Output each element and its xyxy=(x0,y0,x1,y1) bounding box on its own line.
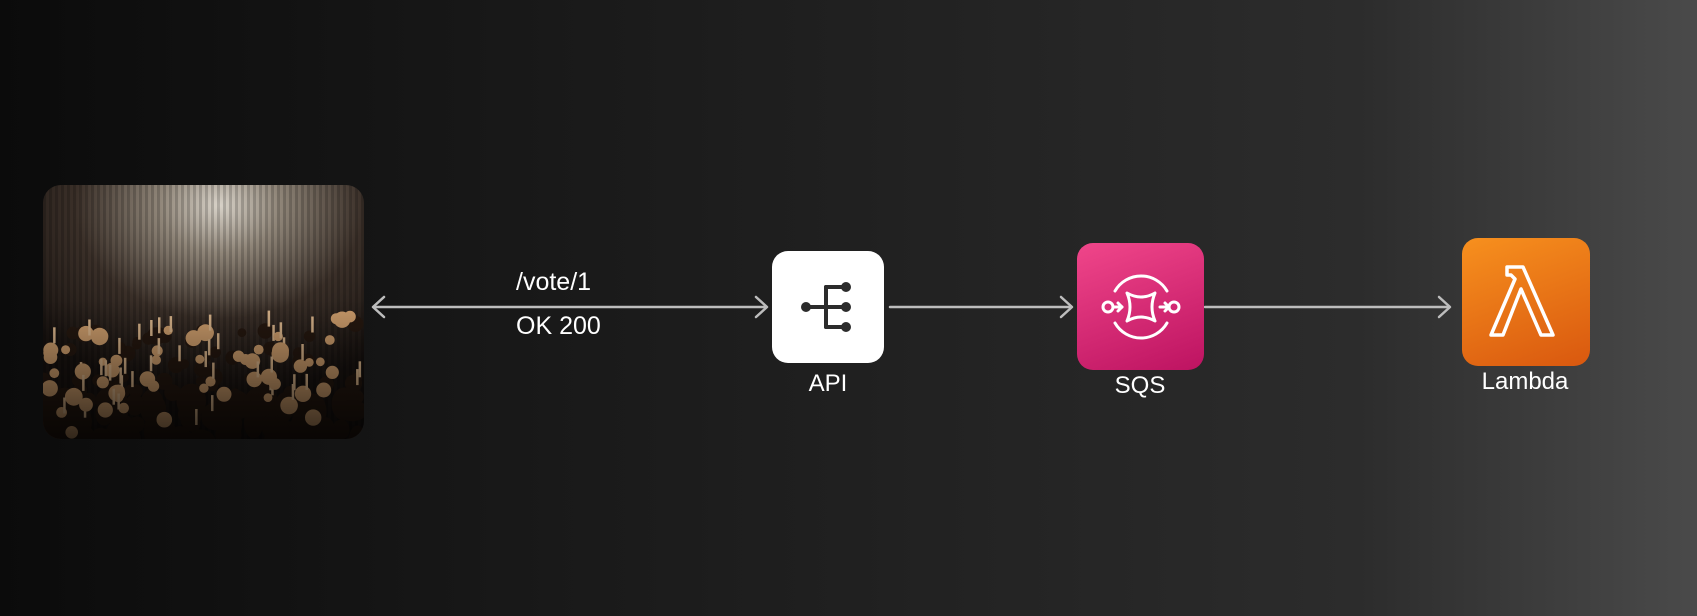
crowd-photo xyxy=(43,185,364,439)
lambda-tile[interactable] xyxy=(1462,238,1590,366)
arrowhead-left xyxy=(371,295,386,319)
sqs-tile[interactable] xyxy=(1077,243,1204,370)
sqs-queue-icon xyxy=(1101,273,1180,340)
lambda-icon xyxy=(1489,265,1555,337)
lambda-label: Lambda xyxy=(1481,368,1569,395)
sqs-label: SQS xyxy=(1114,372,1166,399)
api-gateway-icon xyxy=(801,282,851,332)
arrowhead-right xyxy=(754,295,769,319)
request-label: /vote/1 xyxy=(516,268,592,296)
arrowhead-sqs xyxy=(1059,295,1074,319)
arrowhead-lambda xyxy=(1437,295,1452,319)
audience-photo xyxy=(43,185,364,439)
api-tile[interactable] xyxy=(772,251,884,363)
api-label: API xyxy=(808,370,848,397)
response-label: OK 200 xyxy=(516,312,601,340)
